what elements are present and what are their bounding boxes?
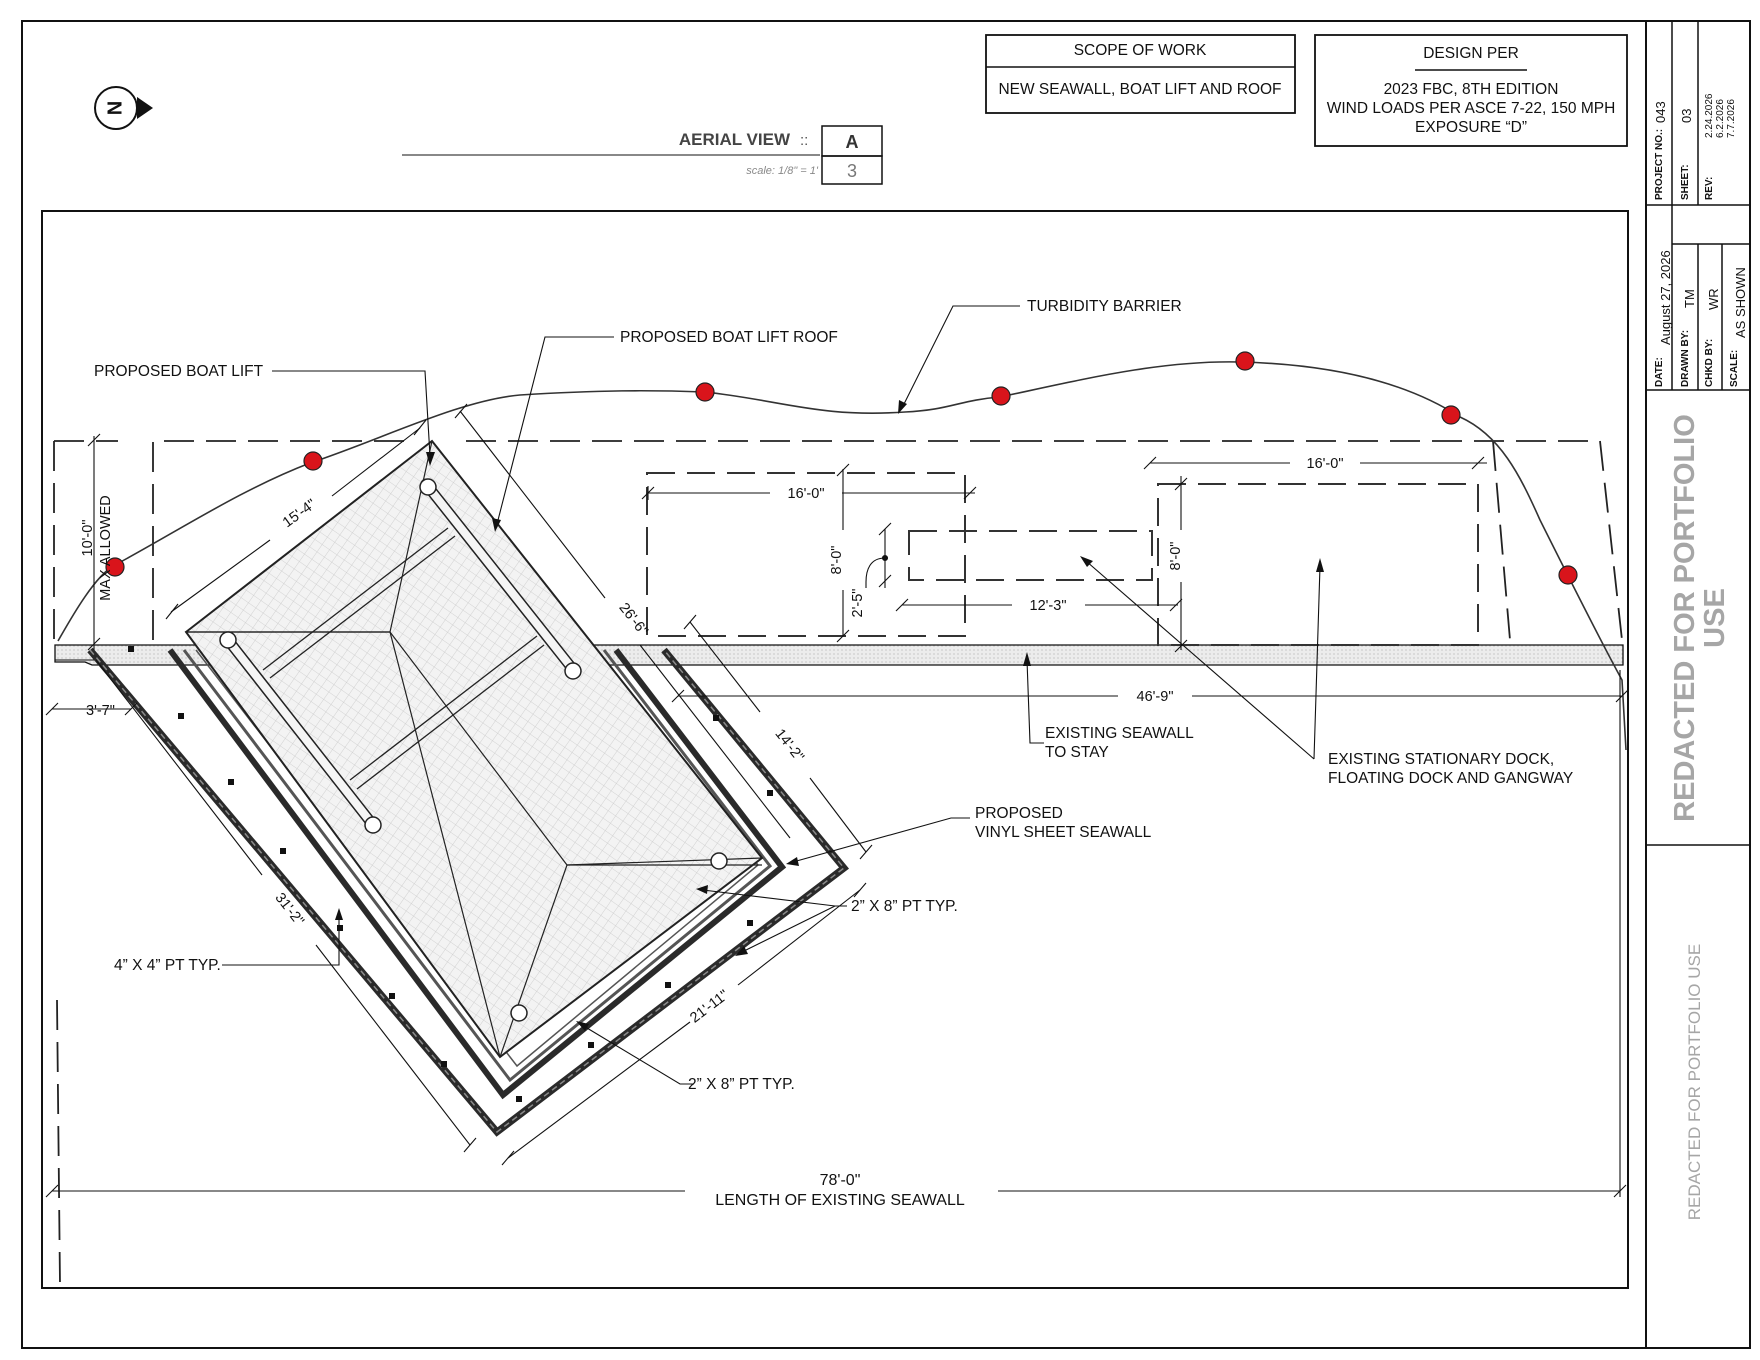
tb-redacted-large: REDACTED FOR PORTFOLIO xyxy=(1669,414,1701,822)
plan-border xyxy=(41,210,1629,1289)
scope-of-work-box: SCOPE OF WORK NEW SEAWALL, BOAT LIFT AND… xyxy=(985,34,1296,114)
4x4-posts xyxy=(128,646,773,1102)
design-line-1: 2023 FBC, 8TH EDITION xyxy=(1384,81,1559,98)
lift-pile xyxy=(710,852,728,870)
tb-sheet-label: SHEET: xyxy=(1680,164,1691,200)
boat-lift-roof xyxy=(184,439,764,1059)
dim-78-0: 78'-0" xyxy=(820,1172,861,1189)
gangway xyxy=(908,530,1153,581)
dim-16-0-b: 16'-0" xyxy=(1307,456,1344,472)
scope-text: NEW SEAWALL, BOAT LIFT AND ROOF xyxy=(998,81,1281,98)
tb-rev-3: 7.7.2026 xyxy=(1726,99,1737,138)
view-sheet-ref: 3 xyxy=(847,161,857,181)
dim-15-4: 15'-4" xyxy=(280,496,319,531)
lift-pile xyxy=(219,631,237,649)
tb-project: 043 xyxy=(1653,101,1668,123)
existing-docks xyxy=(646,472,1479,646)
tb-drawn-label: DRAWN BY: xyxy=(1680,330,1691,387)
dim-46-9: 46'-9" xyxy=(1137,689,1174,705)
tb-project-label: PROJECT NO.: xyxy=(1654,129,1665,200)
tb-chkd: WR xyxy=(1706,288,1721,310)
dim-3-7: 3'-7" xyxy=(86,703,115,719)
design-header: DESIGN PER xyxy=(1423,45,1519,62)
north-arrow-icon: N xyxy=(94,86,153,130)
design-line-3: EXPOSURE “D” xyxy=(1415,119,1527,136)
title-block: PROJECT NO.: 043 SHEET: 03 REV: 2.24.202… xyxy=(1645,21,1750,1348)
leader-arrowheads xyxy=(335,400,1324,1031)
dim-21-11: 21'-11" xyxy=(687,987,732,1026)
sheet-border xyxy=(21,20,1751,1349)
dim-26-6: 26'-6" xyxy=(615,600,650,639)
label-proposed-boat-lift: PROPOSED BOAT LIFT xyxy=(94,363,264,380)
tb-date-label: DATE: xyxy=(1654,357,1665,387)
tb-date: August 27, 2026 xyxy=(1658,250,1673,345)
turbidity-pile xyxy=(1558,565,1578,585)
view-detail-letter: A xyxy=(846,132,859,152)
view-title: AERIAL VIEW :: scale: 1/8" = 1' A 3 xyxy=(402,125,883,185)
label-turbidity-barrier: TURBIDITY BARRIER xyxy=(1027,298,1182,315)
view-title-separator: :: xyxy=(800,132,808,149)
boat-lift xyxy=(219,478,728,1022)
north-letter: N xyxy=(104,101,126,115)
dim-2-5: 2'-5" xyxy=(850,589,866,618)
turbidity-pile xyxy=(991,386,1011,406)
dim-10-0: 10'-0" xyxy=(80,520,96,557)
tb-scale-label: SCALE: xyxy=(1729,350,1740,387)
label-proposed-vinyl: PROPOSED xyxy=(975,805,1063,822)
label-2x8-pt-a: 2” X 8” PT TYP. xyxy=(851,898,958,915)
label-proposed-boat-lift-roof: PROPOSED BOAT LIFT ROOF xyxy=(620,329,838,346)
proposed-vinyl-seawall xyxy=(87,647,850,1137)
leader-lines xyxy=(222,305,1321,1085)
dim-12-3: 12'-3" xyxy=(1030,598,1067,614)
tb-rev-2: 6.2.2026 xyxy=(1715,99,1726,138)
scope-header: SCOPE OF WORK xyxy=(1074,42,1207,59)
turbidity-pile xyxy=(105,557,125,577)
label-4x4-pt: 4” X 4” PT TYP. xyxy=(114,957,221,974)
label-existing-seawall: EXISTING SEAWALL xyxy=(1045,725,1194,742)
design-per-box: DESIGN PER 2023 FBC, 8TH EDITION WIND LO… xyxy=(1314,34,1628,147)
stationary-dock-left xyxy=(646,472,966,637)
turbidity-pile xyxy=(1441,405,1461,425)
view-scale: scale: 1/8" = 1' xyxy=(746,165,819,177)
label-proposed-vinyl-2: VINYL SHEET SEAWALL xyxy=(975,824,1152,841)
tb-redacted-large-2: USE xyxy=(1699,588,1731,648)
design-line-2: WIND LOADS PER ASCE 7-22, 150 MPH xyxy=(1327,100,1616,117)
tb-redacted-small: REDACTED FOR PORTFOLIO USE xyxy=(1685,944,1704,1220)
label-existing-dock: EXISTING STATIONARY DOCK, xyxy=(1328,751,1554,768)
view-title-text: AERIAL VIEW xyxy=(679,130,791,149)
tb-rev-label: REV: xyxy=(1704,177,1715,200)
dim-14-2: 14'-2" xyxy=(771,726,806,765)
turbidity-pile xyxy=(695,382,715,402)
label-existing-dock-2: FLOATING DOCK AND GANGWAY xyxy=(1328,770,1573,787)
lift-pile xyxy=(564,662,582,680)
dim-8-0-a: 8'-0" xyxy=(829,546,845,575)
dim-8-0-b: 8'-0" xyxy=(1168,542,1184,571)
tb-rev-1: 2.24.2026 xyxy=(1704,93,1715,138)
tb-scale: AS SHOWN xyxy=(1733,267,1748,338)
tb-chkd-label: CHKD BY: xyxy=(1704,339,1715,387)
lift-pile xyxy=(419,478,437,496)
turbidity-barrier xyxy=(57,351,1627,751)
label-existing-seawall-2: TO STAY xyxy=(1045,744,1109,761)
dim-16-0-a: 16'-0" xyxy=(788,486,825,502)
label-length-existing-seawall: LENGTH OF EXISTING SEAWALL xyxy=(715,1192,965,1209)
dim-max-allowed: MAX ALLOWED xyxy=(98,495,114,601)
tb-drawn: TM xyxy=(1682,289,1697,308)
limit-lines xyxy=(53,440,1623,1286)
label-2x8-pt-b: 2” X 8” PT TYP. xyxy=(688,1076,795,1093)
callout-labels: PROPOSED BOAT LIFT PROPOSED BOAT LIFT RO… xyxy=(94,298,1573,1093)
lift-pile xyxy=(510,1004,528,1022)
lift-pile xyxy=(364,816,382,834)
dimension-lines xyxy=(45,403,1629,1198)
turbidity-pile xyxy=(1235,351,1255,371)
turbidity-pile xyxy=(303,451,323,471)
tb-sheet: 03 xyxy=(1679,109,1694,123)
